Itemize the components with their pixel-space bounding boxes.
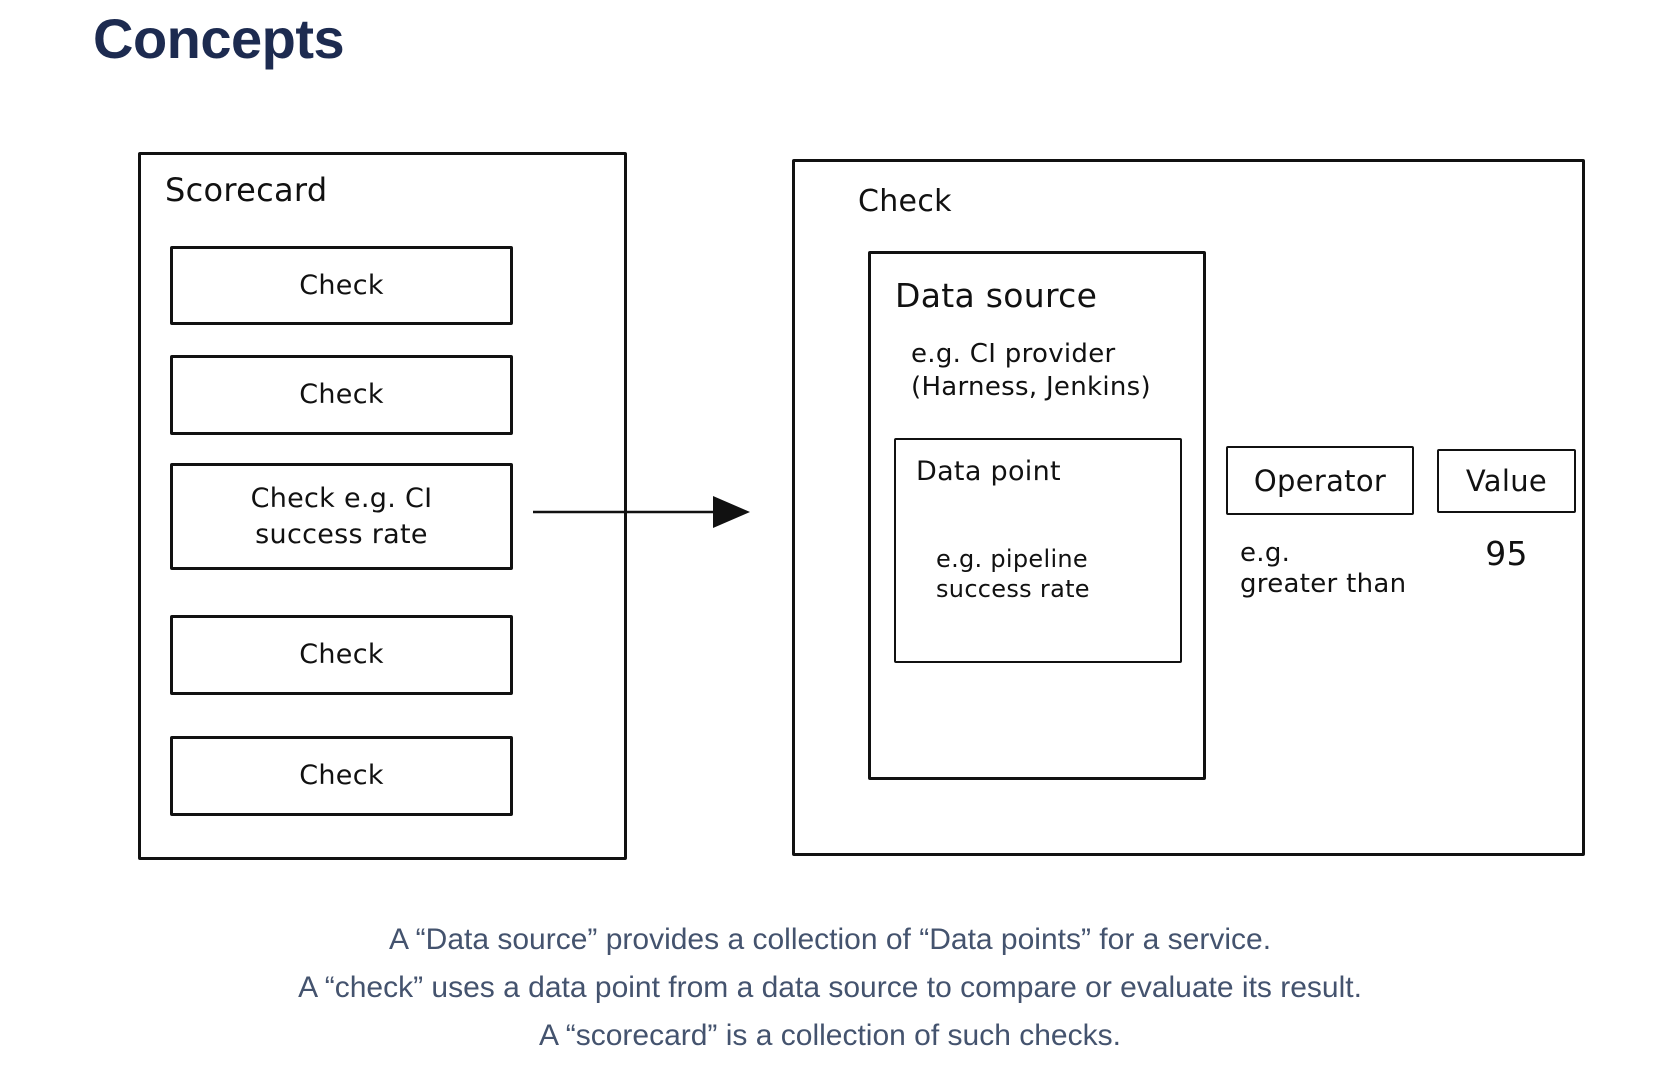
- data-source-box: Data source e.g. CI provider (Harness, J…: [868, 251, 1206, 780]
- operator-label: Operator: [1253, 463, 1387, 498]
- check-label: Check e.g. CI success rate: [250, 482, 433, 550]
- caption-line-3: A “scorecard” is a collection of such ch…: [539, 1019, 1121, 1052]
- scorecard-box: Scorecard Check Check Check e.g. CI succ…: [138, 152, 627, 860]
- value-example: 95: [1485, 534, 1528, 573]
- check-label: Check: [299, 639, 384, 670]
- scorecard-check-5: Check: [170, 736, 513, 816]
- check-label: Check: [299, 269, 384, 301]
- data-point-label: Data point: [916, 456, 1061, 487]
- page-title: Concepts: [93, 7, 345, 70]
- check-detail-box: Check Data source e.g. CI provider (Harn…: [792, 159, 1585, 856]
- check-label: Check: [299, 760, 384, 791]
- caption-line-2: A “check” uses a data point from a data …: [298, 971, 1362, 1004]
- caption-line-1: A “Data source” provides a collection of…: [388, 923, 1272, 956]
- scorecard-check-2: Check: [170, 355, 513, 435]
- caption-block: A “Data source” provides a collection of…: [0, 916, 1660, 1060]
- check-detail-label: Check: [858, 184, 952, 219]
- scorecard-check-ci-success-rate: Check e.g. CI success rate: [170, 463, 513, 570]
- operator-example: e.g. greater than: [1240, 538, 1407, 599]
- data-source-label: Data source: [895, 276, 1098, 315]
- right-arrow-icon: [528, 493, 754, 533]
- check-label: Check: [299, 379, 384, 410]
- scorecard-check-1: Check: [170, 246, 513, 325]
- data-point-box: Data point e.g. pipeline success rate: [894, 438, 1182, 663]
- value-box: Value: [1437, 449, 1576, 513]
- value-label: Value: [1465, 464, 1548, 498]
- scorecard-check-4: Check: [170, 615, 513, 695]
- data-point-example: e.g. pipeline success rate: [936, 545, 1090, 603]
- scorecard-label: Scorecard: [165, 171, 328, 209]
- data-source-example: e.g. CI provider (Harness, Jenkins): [911, 339, 1151, 402]
- operator-box: Operator: [1226, 446, 1414, 515]
